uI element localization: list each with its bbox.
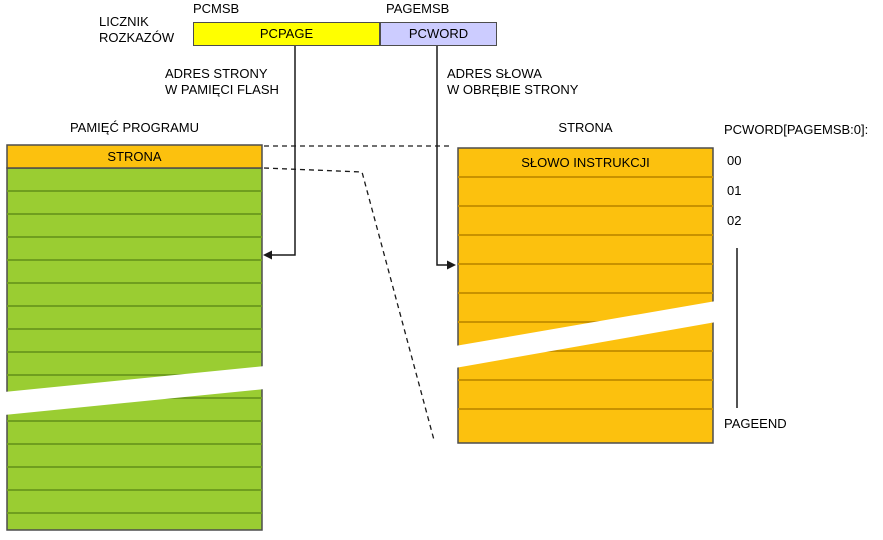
pcpage-field: PCPAGE (193, 22, 380, 46)
pcpage-arrowhead (263, 250, 272, 260)
memory-tear (4, 366, 265, 415)
word-index-02: 02 (727, 213, 742, 228)
page-row-highlight (6, 144, 263, 169)
pcword-field: PCWORD (380, 22, 497, 46)
pcword-arrowhead (447, 260, 456, 270)
page-map-dashed-bottom (263, 167, 435, 441)
page-address-annotation: ADRES STRONY W PAMIĘCI FLASH (165, 66, 279, 98)
page-tear (455, 301, 716, 368)
page-block (455, 147, 716, 444)
page-body (457, 147, 714, 444)
pageend-label: PAGEEND (724, 416, 787, 431)
memory-row-lines (7, 190, 262, 514)
program-memory-body (6, 167, 263, 531)
pagemsb-label: PAGEMSB (386, 1, 450, 16)
pcword-index-title: PCWORD[PAGEMSB:0]: (724, 122, 869, 137)
page-address-line1: ADRES STRONY (165, 66, 268, 81)
page-address-line2: W PAMIĘCI FLASH (165, 82, 279, 97)
program-memory-title: PAMIĘĆ PROGRAMU (69, 120, 200, 135)
pcword-arrow (436, 46, 456, 270)
pcpage-arrow (263, 46, 296, 260)
pcmsb-label: PCMSB (193, 1, 240, 16)
program-counter-register: PCPAGE PCWORD (193, 22, 497, 46)
word-index-00: 00 (727, 153, 742, 168)
program-counter-label-line1: LICZNIK (99, 14, 149, 29)
instruction-word-label: SŁOWO INSTRUKCJI (521, 155, 650, 170)
word-index-01: 01 (727, 183, 742, 198)
page-title: STRONA (558, 120, 613, 135)
page-row-label: STRONA (107, 149, 162, 164)
word-address-line1: ADRES SŁOWA (447, 66, 542, 81)
program-counter-label-line2: ROZKAZÓW (99, 30, 175, 45)
program-counter-label: LICZNIK ROZKAZÓW (99, 14, 174, 46)
word-address-line2: W OBRĘBIE STRONY (447, 82, 579, 97)
word-address-annotation: ADRES SŁOWA W OBRĘBIE STRONY (447, 66, 578, 98)
program-memory-block (4, 144, 265, 531)
